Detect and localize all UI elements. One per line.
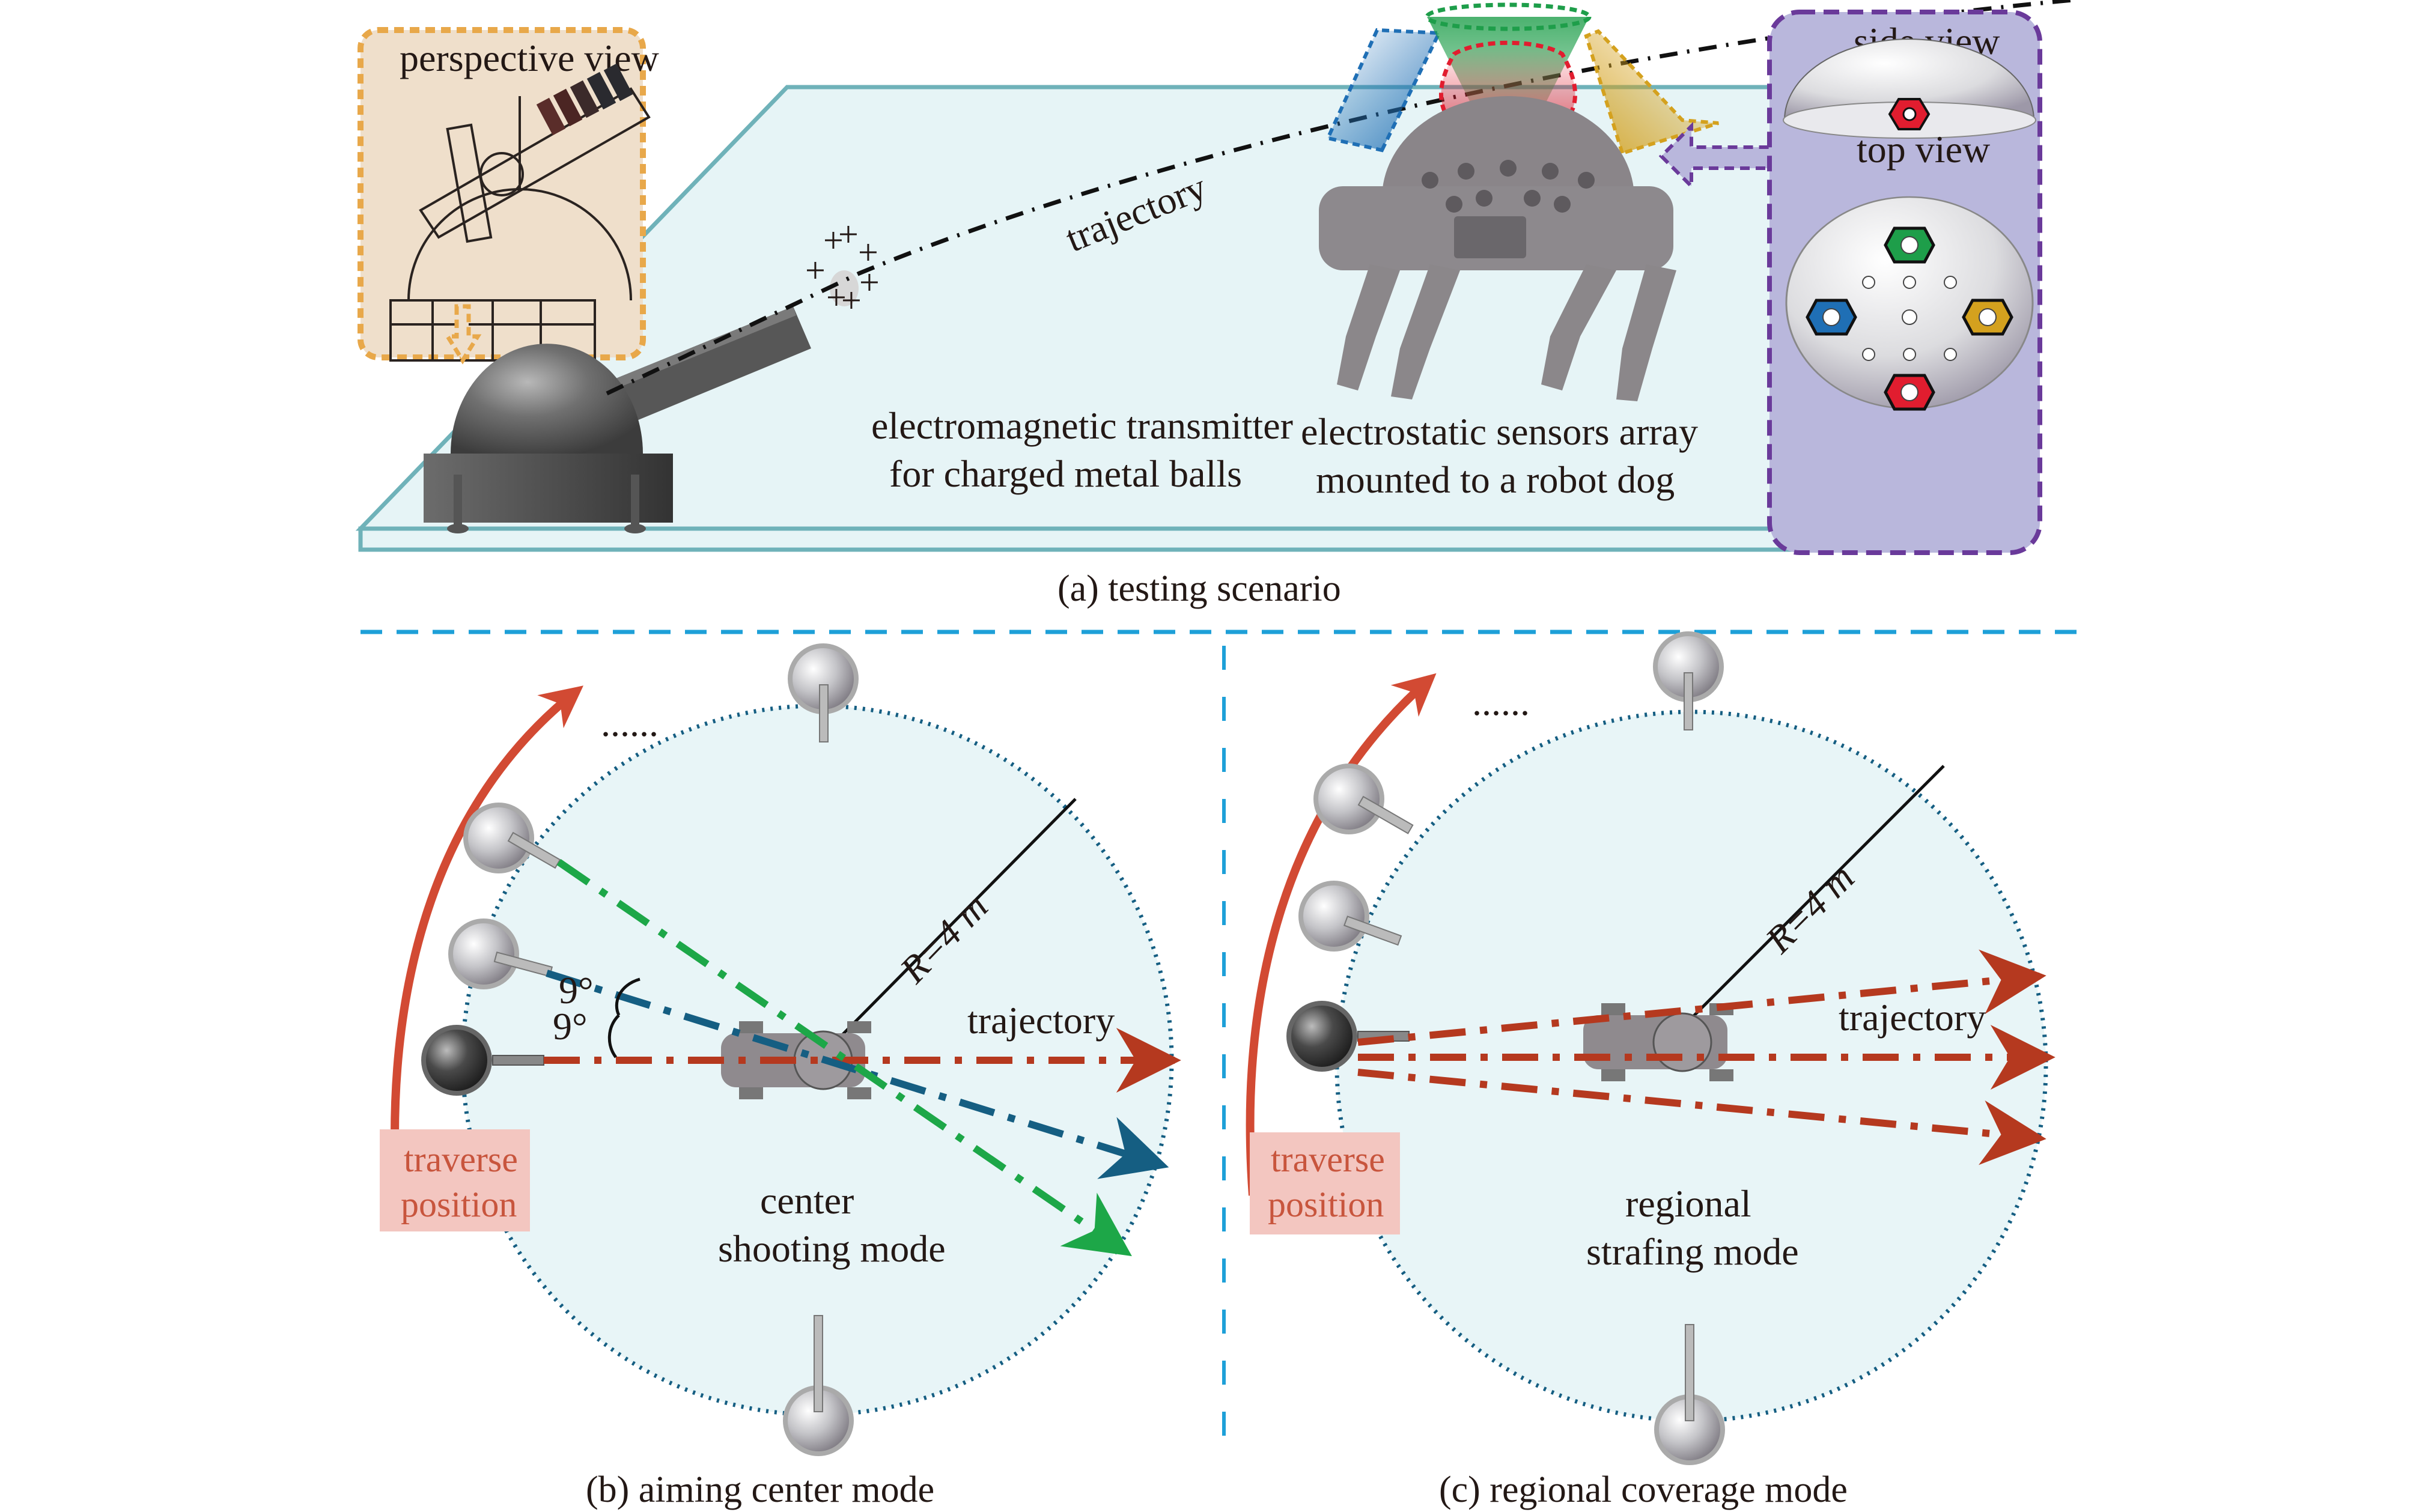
perspective-down-arrow-icon xyxy=(443,304,482,365)
top-view-label: top view xyxy=(1857,128,1990,171)
sensor-label-line2: mounted to a robot dog xyxy=(1316,458,1675,501)
angle-label-upper: 9° xyxy=(559,969,594,1012)
top-view-dome xyxy=(1785,196,2034,411)
launcher-bottom-c xyxy=(1654,1324,1725,1465)
traverse-label-b-line1: traverse xyxy=(404,1140,518,1179)
trajectory-label-b: trajectory xyxy=(967,999,1115,1042)
ellipsis-c: ...... xyxy=(1472,681,1530,723)
trajectory-label-c: trajectory xyxy=(1839,996,1986,1039)
side-view-dome xyxy=(1783,38,2036,139)
perspective-view-inset: perspective view xyxy=(358,27,659,362)
transmitter-label-line2: for charged metal balls xyxy=(889,452,1242,495)
traverse-arrow-c xyxy=(1246,673,1437,1196)
panel-b-aiming-center: ...... R=4 m 9° 9° trajectory traverse p… xyxy=(380,643,1181,1510)
svg-text:+: + xyxy=(838,214,859,254)
svg-text:+: + xyxy=(823,220,844,260)
svg-text:+: + xyxy=(858,232,878,272)
sensor-array-view-inset: side view top view xyxy=(1767,10,2042,555)
traverse-label-b-line2: position xyxy=(401,1185,517,1224)
launcher-bottom-b xyxy=(783,1315,854,1456)
angle-arc-lower xyxy=(607,1014,620,1058)
panel-c-regional-coverage: ...... R=4 m trajectory traverse positio… xyxy=(1246,631,2055,1510)
mode-label-b-line2: shooting mode xyxy=(718,1227,946,1270)
trajectory-green-b xyxy=(556,859,1132,1257)
mode-label-c-line2: strafing mode xyxy=(1586,1230,1799,1273)
view-left-arrow-icon xyxy=(1658,121,1777,191)
launcher-top-c xyxy=(1653,631,1724,730)
caption-b: (b) aiming center mode xyxy=(586,1469,934,1510)
launcher-middle-c xyxy=(1298,881,1402,952)
capacitor-bank xyxy=(536,63,633,136)
traverse-label-c-line2: position xyxy=(1268,1185,1384,1224)
trajectory-lower-c xyxy=(1357,1069,2046,1165)
traverse-arrow-b xyxy=(391,685,583,1196)
traverse-label-c-line1: traverse xyxy=(1271,1140,1385,1179)
panel-a-testing-scenario: perspective view xyxy=(355,0,2074,609)
caption-a: (a) testing scenario xyxy=(1057,568,1341,609)
svg-text:+: + xyxy=(805,250,826,290)
svg-text:+: + xyxy=(841,281,862,320)
angle-label-lower: 9° xyxy=(553,1005,588,1048)
launcher-active-b xyxy=(421,1025,544,1096)
trajectory-upper-c xyxy=(1357,949,2046,1046)
traverse-position-box-b xyxy=(380,1129,530,1231)
ellipsis-b: ...... xyxy=(601,702,659,744)
charged-metal-ball: + + + + + + + xyxy=(805,214,880,320)
launcher-top-b xyxy=(788,643,859,742)
caption-c: (c) regional coverage mode xyxy=(1439,1469,1848,1510)
angle-arc-upper xyxy=(615,977,641,1016)
electromagnetic-transmitter xyxy=(424,306,811,533)
launcher-upper-b xyxy=(463,803,561,873)
launcher-middle-b xyxy=(448,918,553,989)
launcher-upper-c xyxy=(1313,764,1414,834)
transmitter-label-line1: electromagnetic transmitter xyxy=(871,404,1293,447)
traverse-position-box-c xyxy=(1250,1132,1400,1234)
sensor-label-line1: electrostatic sensors array xyxy=(1301,410,1698,453)
robot-dog xyxy=(1319,96,1676,401)
radius-line-b xyxy=(816,798,1077,1061)
mode-label-b-line1: center xyxy=(760,1179,854,1222)
mode-label-c-line1: regional xyxy=(1625,1182,1751,1225)
radius-line-c xyxy=(1666,765,1945,1043)
